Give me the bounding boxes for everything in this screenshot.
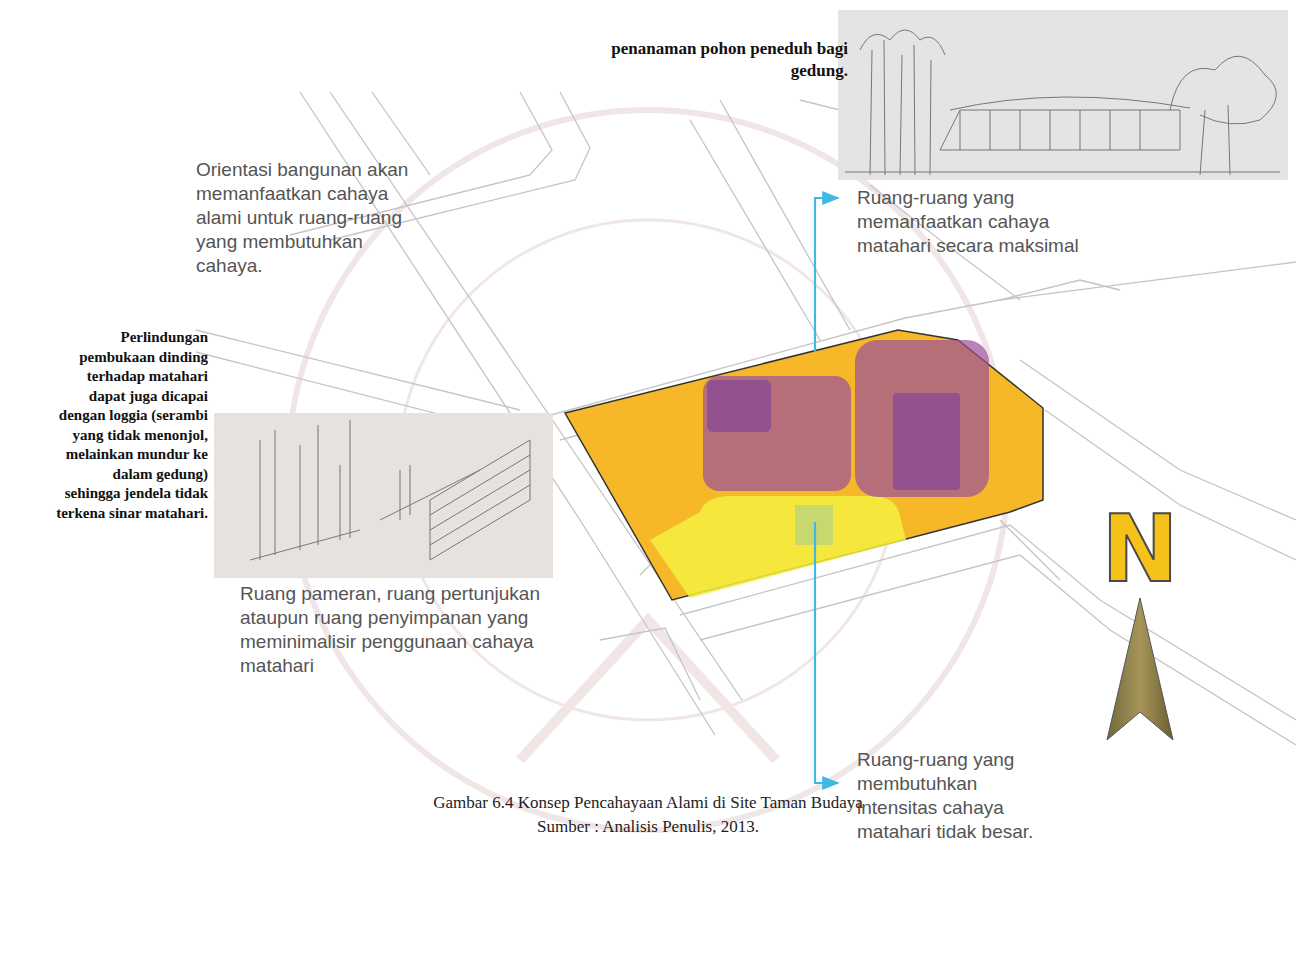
loggia-sketch: [214, 413, 553, 578]
building-mass: [855, 340, 989, 497]
annotation-text: Orientasi bangunan akan memanfaatkan cah…: [196, 158, 426, 278]
source-text: Sumber : Analisis Penulis, 2013.: [448, 816, 848, 838]
north-arrow: [1107, 598, 1173, 740]
annotation-text: Ruang pameran, ruang pertunjukan ataupun…: [240, 582, 570, 678]
north-letter: N: [1100, 500, 1180, 600]
annotation-text: Ruang-ruang yang membutuhkan intensitas …: [857, 748, 1037, 844]
leader-line: [815, 522, 838, 783]
building-core: [707, 380, 771, 432]
annotation-text: Ruang-ruang yang memanfaatkan cahaya mat…: [857, 186, 1097, 258]
note-text: Perlindungan pembukaan dinding terhadap …: [56, 328, 208, 523]
street-lines: [196, 92, 1296, 745]
note-text: penanaman pohon peneduh bagi gedung.: [590, 38, 848, 82]
tree-sketch: [838, 10, 1288, 180]
building-core: [893, 393, 960, 490]
figure-caption: Gambar 6.4 Konsep Pencahayaan Alami di S…: [248, 792, 1048, 814]
low-light-zone: [650, 496, 906, 598]
building-mass: [703, 376, 851, 491]
leader-line: [815, 198, 838, 352]
site-area: [565, 330, 1043, 600]
